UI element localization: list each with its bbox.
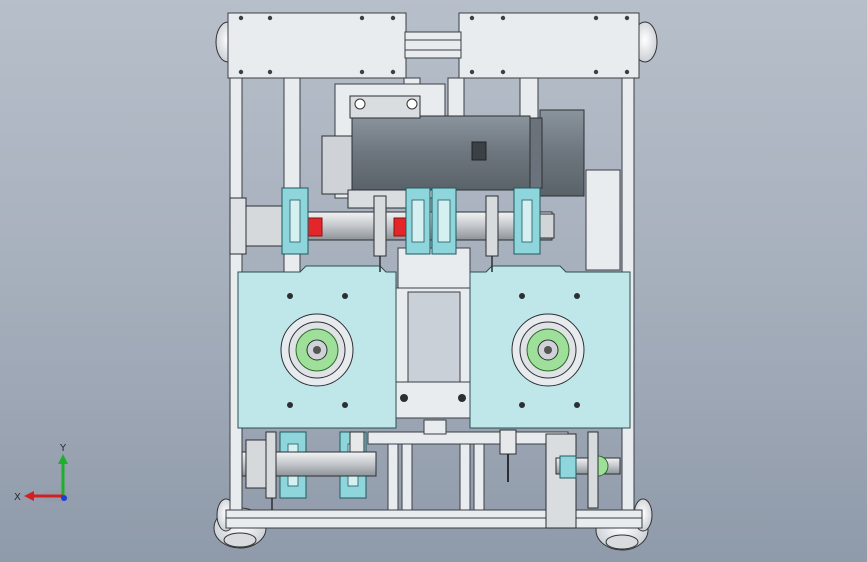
gearbox-left[interactable] xyxy=(237,265,397,429)
right-lower-housing xyxy=(545,433,577,529)
motor-bracket-top xyxy=(349,95,421,119)
wheel-bottom-left-hub xyxy=(223,532,257,548)
shaft-end-flange-left xyxy=(229,197,247,255)
top-crossbar xyxy=(404,31,462,59)
sensor-right xyxy=(499,429,517,455)
lower-shaft-assembly[interactable] xyxy=(241,429,517,499)
lower-sprocket-left xyxy=(265,431,277,499)
lower-post-4 xyxy=(473,443,485,511)
center-window xyxy=(407,291,461,385)
chains xyxy=(271,256,493,510)
lower-post-3 xyxy=(459,443,471,511)
wheel-bottom-right-hub xyxy=(605,534,639,550)
motor-flange xyxy=(529,117,543,189)
panel-bolts xyxy=(287,293,580,408)
triad-y-arrow xyxy=(58,454,68,464)
motor-body xyxy=(351,115,531,191)
lower-tensioner xyxy=(349,431,365,453)
bottom-rail xyxy=(225,509,643,529)
center-small-block xyxy=(423,419,447,435)
right-lower-sprocket xyxy=(587,431,599,509)
motor-endcap xyxy=(539,109,585,197)
top-plate-left xyxy=(227,12,407,79)
triad-x-arrow xyxy=(24,491,34,501)
sprocket-2 xyxy=(485,195,499,257)
right-bracket xyxy=(585,169,621,271)
orientation-triad[interactable]: Y X xyxy=(8,440,78,510)
lower-post-1 xyxy=(387,443,399,511)
motor-junction-box xyxy=(471,141,487,161)
triad-y-label: Y xyxy=(59,443,67,454)
motor-coupling-plate xyxy=(321,135,353,195)
triad-x-label: X xyxy=(14,492,21,503)
sprocket-1 xyxy=(373,195,387,257)
gearbox-right[interactable] xyxy=(469,265,631,429)
shaft-collar-left xyxy=(245,205,283,247)
center-bridge xyxy=(397,247,471,289)
lower-frame xyxy=(367,431,569,445)
lower-post-2 xyxy=(401,443,413,511)
right-lower-drive[interactable] xyxy=(545,431,621,529)
right-lower-bearing xyxy=(559,455,577,479)
top-plate-right xyxy=(458,12,640,79)
shaft-end-right xyxy=(539,213,555,239)
mounting-holes xyxy=(238,15,630,75)
